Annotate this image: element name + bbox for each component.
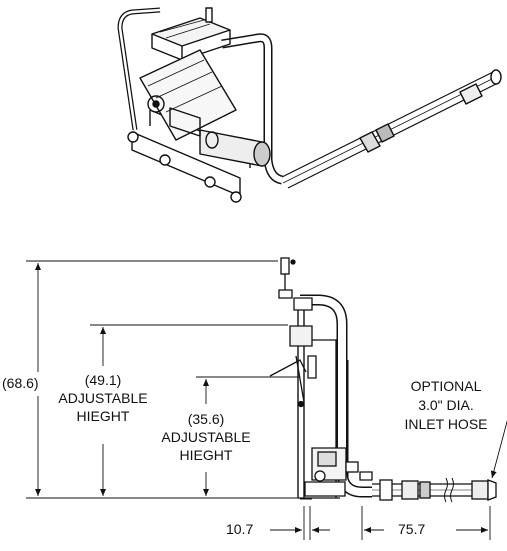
overall-height-label: (68.6): [2, 375, 39, 391]
side-motor: [304, 447, 373, 497]
adjustable-height-1-line1: ADJUSTABLE: [58, 390, 148, 406]
iso-chute: [139, 49, 237, 141]
front-offset-label: 10.7: [226, 521, 254, 537]
adjustable-height-2-line2: HIEGHT: [179, 447, 233, 463]
iso-casters: [127, 131, 242, 203]
iso-return-pipe: [221, 33, 284, 185]
side-inlet-hose: [372, 477, 497, 503]
isometric-view: [117, 7, 502, 203]
iso-control-box: [151, 7, 231, 61]
side-control: [269, 325, 317, 408]
iso-inlet-hose: [279, 69, 502, 189]
side-nozzle: [278, 257, 296, 299]
callout-line2: 3.0" DIA.: [418, 397, 474, 413]
callout-leader: [490, 420, 507, 479]
adjustable-height-2-line1: ADJUSTABLE: [161, 429, 251, 445]
adjustable-height-2-value: (35.6): [187, 411, 225, 427]
side-view: [269, 257, 497, 503]
adjustable-height-1-value: (49.1): [84, 372, 122, 388]
dimension-lines: [26, 260, 507, 540]
side-top-pipe: [293, 294, 348, 470]
iso-motor: [147, 95, 271, 167]
callout-line1: OPTIONAL: [410, 378, 482, 394]
hose-length-label: 75.7: [398, 521, 426, 537]
adjustable-height-1-line2: HIEGHT: [76, 408, 130, 424]
callout-line3: INLET HOSE: [404, 416, 488, 432]
